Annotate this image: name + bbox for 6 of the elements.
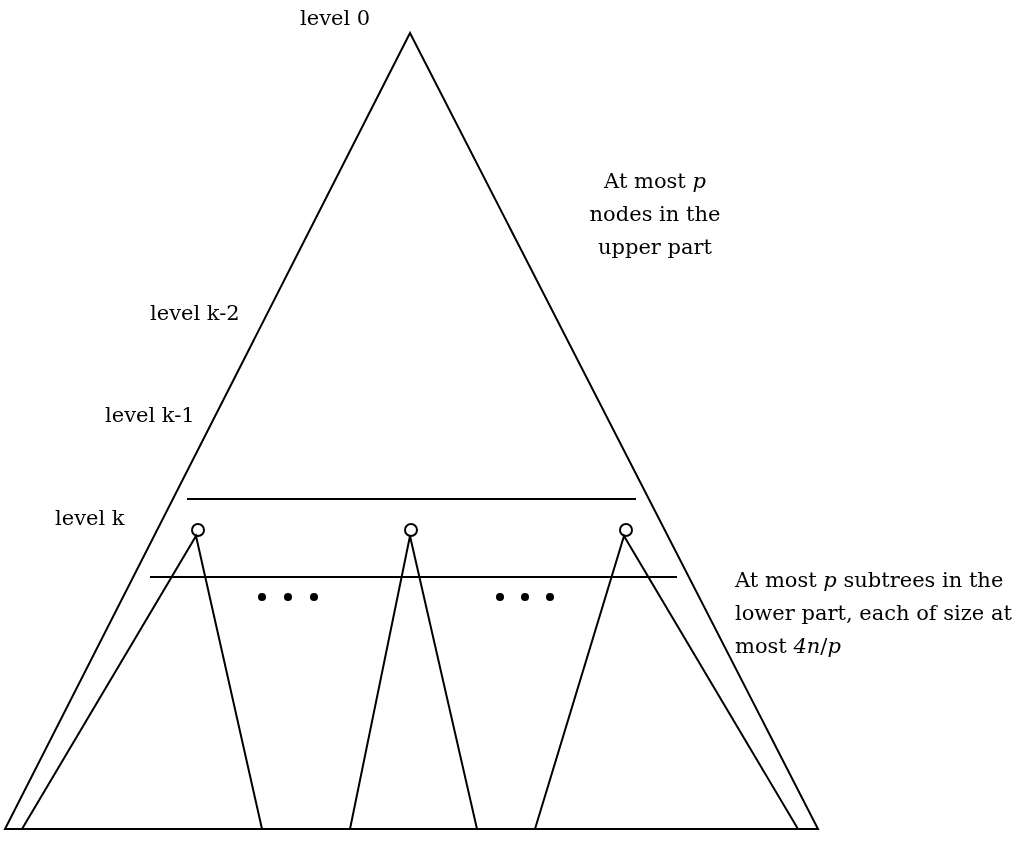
- level-label: level 0: [300, 5, 371, 32]
- level-label: level k: [55, 505, 125, 532]
- annotation-text: At most p nodes in the upper part: [588, 168, 722, 261]
- annotation-text: At most p subtrees in the lower part, each of size at most 4n/p: [735, 567, 1013, 660]
- level-label: level k-2: [150, 300, 240, 327]
- level-label: level k-1: [105, 402, 195, 429]
